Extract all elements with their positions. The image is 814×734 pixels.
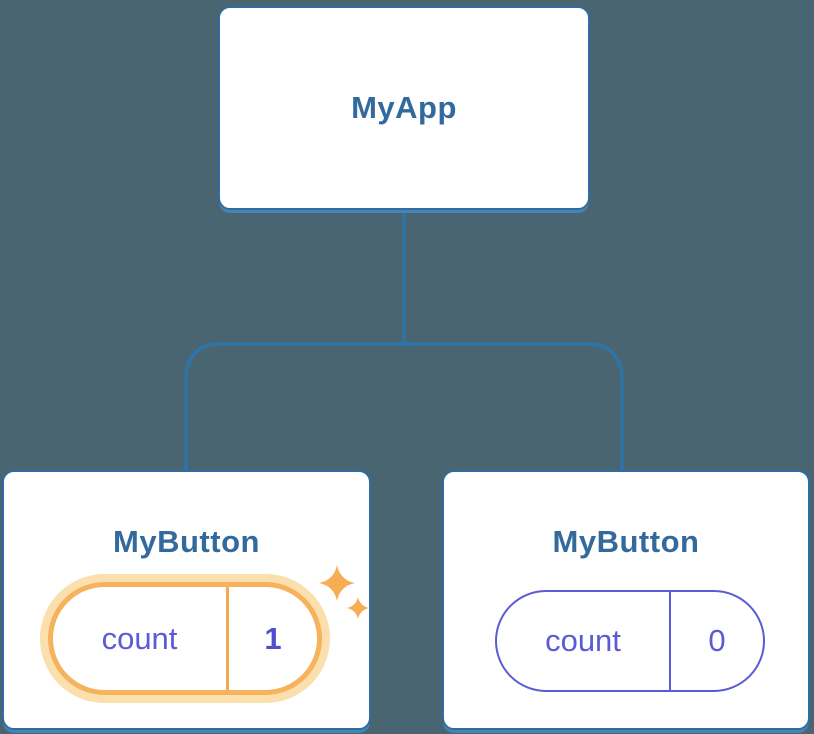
child-node-card-left: MyButton count 1	[2, 470, 371, 730]
sparkles-icon	[319, 565, 369, 619]
state-pill-divider	[226, 587, 229, 690]
state-pill-divider	[669, 592, 671, 690]
state-pill-highlighted: count 1	[48, 582, 322, 695]
child-node-label: MyButton	[113, 524, 260, 559]
child-node-label: MyButton	[552, 524, 700, 559]
root-node-label: MyApp	[351, 90, 457, 125]
state-key-label: count	[101, 620, 178, 656]
root-node-card: MyApp	[218, 6, 590, 210]
child-node-card-right: MyButton count 0	[442, 470, 810, 730]
state-value: 0	[708, 623, 726, 658]
state-key-label: count	[545, 623, 621, 658]
state-value: 1	[264, 620, 282, 656]
state-pill-normal: count 0	[495, 590, 765, 692]
